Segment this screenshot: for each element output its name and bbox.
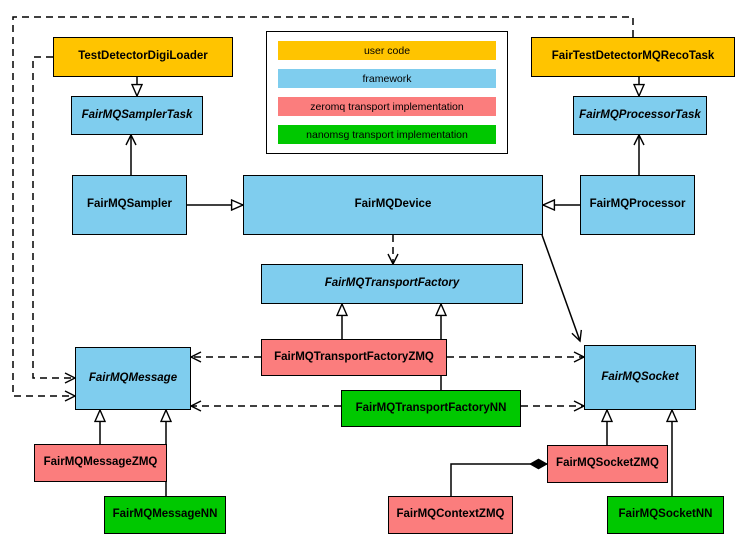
edge-digiloader-message: [32, 56, 77, 384]
legend-item-user-code: user code: [278, 41, 496, 60]
class-label: TestDetectorDigiLoader: [78, 50, 208, 63]
legend-label: user code: [363, 44, 411, 57]
class-node-fairmqtransportfactory[interactable]: FairMQTransportFactory: [261, 264, 523, 304]
class-label: FairMQMessageNN: [112, 508, 218, 521]
class-label: FairMQProcessor: [589, 198, 686, 211]
class-node-fairtestdetectormqrecotask[interactable]: FairTestDetectorMQRecoTask: [531, 37, 735, 77]
class-label: FairMQTransportFactoryNN: [355, 401, 507, 414]
class-label: FairMQTransportFactoryZMQ: [274, 350, 434, 363]
legend-panel: user code framework zeromq transport imp…: [266, 31, 508, 154]
class-node-fairmqsocketzmq[interactable]: FairMQSocketZMQ: [547, 445, 668, 483]
class-node-fairmqsocketnn[interactable]: FairMQSocketNN: [607, 496, 724, 534]
class-label: FairMQDevice: [354, 198, 432, 211]
class-node-fairmqprocessortask[interactable]: FairMQProcessorTask: [573, 96, 707, 135]
legend-label: zeromq transport implementation: [310, 100, 464, 113]
class-node-testdetectordigiloader[interactable]: TestDetectorDigiLoader: [53, 37, 233, 77]
class-node-fairmqmessagezmq[interactable]: FairMQMessageZMQ: [34, 444, 167, 482]
class-label: FairMQMessageZMQ: [43, 456, 158, 469]
class-label: FairMQSampler: [87, 198, 172, 211]
class-node-fairmqtransportfactorynn[interactable]: FairMQTransportFactoryNN: [341, 390, 521, 427]
legend-item-zeromq: zeromq transport implementation: [278, 97, 496, 116]
class-node-fairmqcontextzmq[interactable]: FairMQContextZMQ: [388, 496, 513, 534]
class-label: FairMQSamplerTask: [81, 108, 193, 121]
class-node-fairmqprocessor[interactable]: FairMQProcessor: [580, 175, 695, 235]
class-node-fairmqdevice[interactable]: FairMQDevice: [243, 175, 543, 235]
legend-item-nanomsg: nanomsg transport implementation: [278, 125, 496, 144]
class-node-fairmqtransportfactoryzmq[interactable]: FairMQTransportFactoryZMQ: [261, 339, 447, 376]
class-label: FairMQSocketZMQ: [556, 457, 659, 470]
class-label: FairMQProcessorTask: [579, 108, 701, 121]
legend-item-framework: framework: [278, 69, 496, 88]
class-label: FairMQTransportFactory: [324, 277, 460, 290]
class-label: FairTestDetectorMQRecoTask: [551, 50, 715, 63]
class-node-fairmqsamplertask[interactable]: FairMQSamplerTask: [71, 96, 203, 135]
class-label: FairMQContextZMQ: [396, 508, 505, 521]
class-label: FairMQSocket: [601, 370, 679, 383]
class-node-fairmqmessagenn[interactable]: FairMQMessageNN: [104, 496, 226, 534]
class-label: FairMQSocketNN: [618, 508, 713, 521]
class-node-fairmqsampler[interactable]: FairMQSampler: [72, 175, 187, 235]
edge-contextzmq-socketzmq: [450, 464, 547, 496]
class-node-fairmqmessage[interactable]: FairMQMessage: [75, 347, 191, 410]
class-label: FairMQMessage: [88, 371, 178, 384]
edge-device-socket: [541, 234, 583, 343]
legend-label: framework: [362, 72, 412, 85]
class-node-fairmqsocket[interactable]: FairMQSocket: [584, 345, 696, 410]
legend-label: nanomsg transport implementation: [306, 128, 468, 141]
